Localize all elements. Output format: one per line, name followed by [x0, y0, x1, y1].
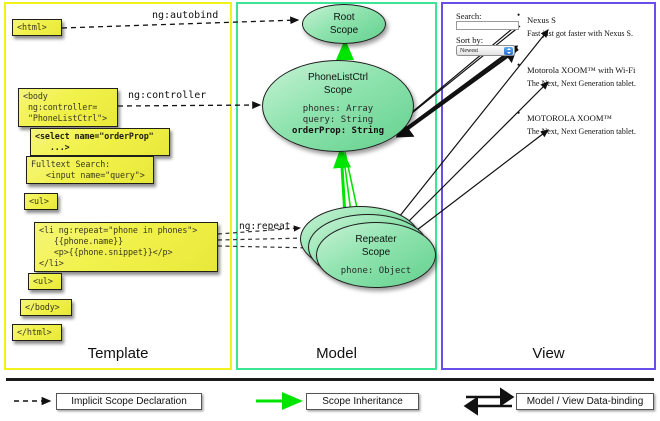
- root-scope-title-2: Scope: [329, 25, 359, 36]
- repeater-scope-title-1: Repeater: [355, 234, 397, 245]
- panel-label-view: View: [532, 345, 565, 362]
- phonelistctrl-prop-orderprop: orderProp: String: [291, 126, 385, 136]
- code-box-body-open: <body ng:controller= "PhoneListCtrl">: [18, 88, 118, 128]
- panel-view: [441, 2, 656, 370]
- code-box-html-open: <html>: [12, 19, 62, 37]
- phone-snippet: The Next, Next Generation tablet.: [527, 79, 636, 88]
- code-box-li-repeat: <li ng:repeat="phone in phones"> {{phone…: [34, 222, 218, 273]
- sort-select-value: Newest: [460, 48, 478, 54]
- sort-label: Sort by:: [456, 35, 484, 45]
- search-label: Search:: [456, 11, 482, 21]
- list-item: • MOTOROLA XOOM™: [517, 108, 612, 126]
- phone-name: Nexus S: [527, 15, 556, 25]
- legend-implicit-scope-declaration: Implicit Scope Declaration: [56, 393, 202, 410]
- panel-label-template: Template: [87, 345, 149, 362]
- sort-select[interactable]: Newest: [456, 45, 515, 56]
- scope-ellipse-phonelistctrl: PhoneListCtrl Scope phones: Array query:…: [262, 60, 414, 152]
- bullet-icon: •: [517, 108, 521, 118]
- legend-scope-inheritance: Scope Inheritance: [306, 393, 419, 410]
- code-box-ul-close: <ul>: [28, 273, 62, 291]
- scope-ellipse-root: Root Scope: [302, 4, 386, 44]
- code-box-select-tag: <select name="orderProp" ...>: [30, 128, 170, 157]
- phone-name: MOTOROLA XOOM™: [527, 113, 612, 123]
- code-box-search-input-tag: Fulltext Search: <input name="query">: [26, 156, 154, 185]
- chevron-updown-icon: [504, 47, 513, 55]
- search-input[interactable]: [456, 21, 519, 30]
- code-box-ul-open: <ul>: [24, 193, 58, 211]
- panel-model: [236, 2, 437, 370]
- list-item: • Nexus S: [517, 10, 556, 28]
- phone-snippet: Fast just got faster with Nexus S.: [527, 29, 633, 38]
- repeater-prop-phone: phone: Object: [340, 266, 412, 276]
- scope-ellipse-repeater-front: Repeater Scope phone: Object: [316, 222, 436, 288]
- edge-label-autobind: ng:autobind: [152, 10, 219, 21]
- phonelistctrl-scope-title-2: Scope: [323, 85, 353, 96]
- phonelistctrl-prop-query: query: String: [302, 115, 374, 125]
- phone-name: Motorola XOOM™ with Wi-Fi: [527, 65, 636, 75]
- code-box-html-close: </html>: [12, 324, 62, 342]
- legend-divider: [6, 378, 654, 381]
- bullet-icon: •: [517, 60, 521, 70]
- panel-label-model: Model: [316, 345, 357, 362]
- list-item: • Motorola XOOM™ with Wi-Fi: [517, 60, 636, 78]
- repeater-scope-title-2: Scope: [361, 247, 391, 258]
- phone-snippet: The Next, Next Generation tablet.: [527, 127, 636, 136]
- legend-model-view-data-binding: Model / View Data-binding: [516, 393, 654, 410]
- edge-label-controller: ng:controller: [128, 90, 207, 101]
- bullet-icon: •: [517, 10, 521, 20]
- phonelistctrl-prop-phones: phones: Array: [302, 104, 374, 114]
- edge-label-repeat: ng:repeat: [239, 221, 291, 232]
- code-box-body-close: </body>: [20, 299, 72, 317]
- root-scope-title-1: Root: [333, 12, 355, 23]
- phonelistctrl-scope-title-1: PhoneListCtrl: [307, 72, 369, 83]
